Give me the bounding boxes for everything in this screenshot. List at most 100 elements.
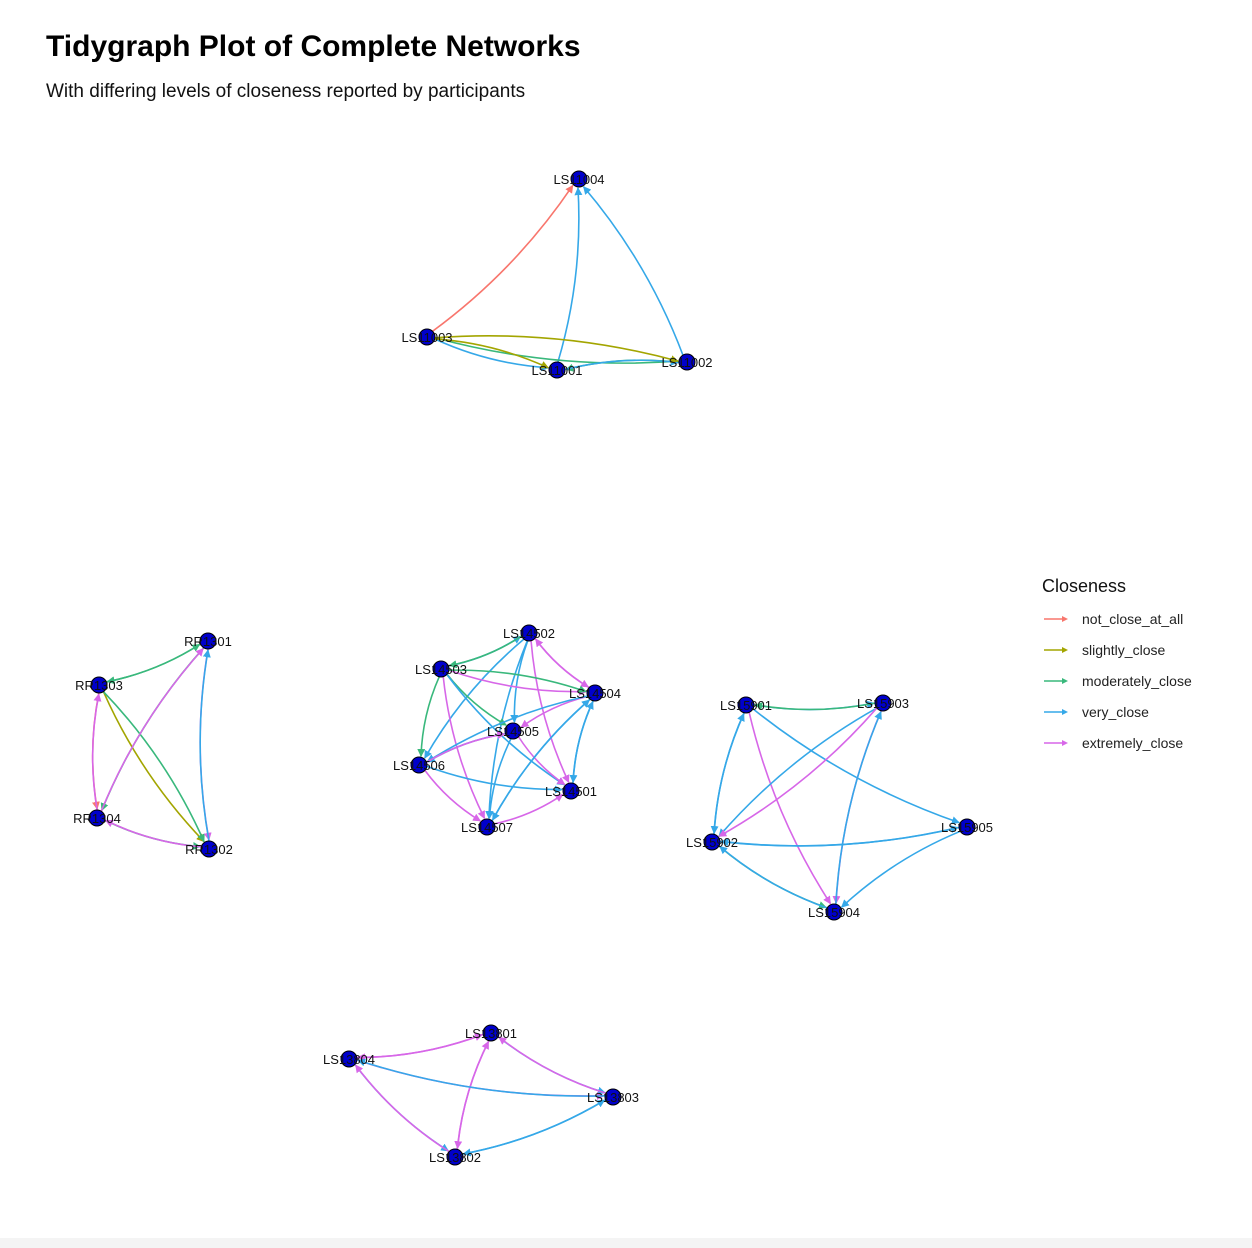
node-label-LS15905: LS15905: [941, 820, 993, 835]
edge-LS11001-to-LS11004: [557, 187, 583, 363]
edge-LS14507-to-LS14501: [494, 793, 564, 825]
node-LS15901: [737, 696, 755, 714]
node-LS14503: [432, 660, 450, 678]
edge-LS11003-to-LS11002: [434, 335, 679, 364]
node-LS13803: [604, 1088, 622, 1106]
edge-LS15902-to-LS15905: [719, 825, 959, 847]
legend-label: moderately_close: [1082, 672, 1192, 689]
edge-LS14501-to-LS14504: [572, 701, 594, 784]
node-LS11004: [570, 170, 588, 188]
edge-RR1301-to-RR1304: [100, 647, 205, 812]
node-label-LS11004: LS11004: [553, 172, 604, 187]
legend-label: very_close: [1082, 703, 1149, 720]
edge-LS13803-to-LS13804: [357, 1058, 606, 1097]
legend-item-not-close-at-all: not_close_at_all: [1042, 603, 1192, 634]
edge-LS15902-to-LS15904: [718, 845, 827, 909]
node-label-LS13801: LS13801: [465, 1026, 517, 1041]
node-label-RR1303: RR1303: [75, 678, 123, 693]
node-LS13802: [446, 1148, 464, 1166]
node-label-LS13804: LS13804: [323, 1052, 375, 1067]
edge-RR1302-to-RR1304: [104, 819, 202, 848]
chart-subtitle: With differing levels of closeness repor…: [46, 81, 526, 102]
legend-title: Closeness: [1042, 576, 1127, 596]
legend-label: not_close_at_all: [1082, 610, 1184, 627]
legend-arrow-icon: [1044, 646, 1068, 653]
nodes-layer: [88, 170, 976, 1166]
edge-LS11001-to-LS11002: [564, 357, 679, 371]
edge-RR1303-to-RR1301: [106, 643, 201, 683]
node-RR1302: [200, 840, 218, 858]
edge-LS15902-to-LS15901: [713, 713, 745, 835]
edge-LS15901-to-LS15902: [710, 712, 745, 835]
edge-LS14506-to-LS14501: [426, 765, 563, 794]
legend-item-very-close: very_close: [1042, 696, 1192, 727]
edge-LS15903-to-LS15904: [832, 710, 882, 905]
node-label-LS14507: LS14507: [461, 820, 513, 835]
node-label-LS15903: LS15903: [857, 696, 909, 711]
edge-LS14506-to-LS14507: [424, 769, 482, 822]
edge-LS14503-to-LS14505: [446, 673, 507, 726]
node-label-RR1302: RR1302: [185, 842, 233, 857]
edge-LS15903-to-LS15901: [754, 702, 876, 711]
legend-item-extremely-close: extremely_close: [1042, 727, 1192, 758]
edge-LS14502-to-LS14503: [448, 635, 523, 669]
edge-LS15904-to-LS15902: [719, 845, 828, 909]
edge-LS14505-to-LS14507: [485, 738, 512, 820]
node-RR1304: [88, 809, 106, 827]
legend-label: extremely_close: [1082, 734, 1184, 751]
edge-LS15903-to-LS15902: [718, 707, 878, 837]
labels-layer: LS11004LS11003LS11001LS11002RR1301RR1303…: [73, 172, 993, 1165]
edge-LS15903-to-LS15902: [718, 707, 878, 838]
edge-RR1302-to-RR1301: [199, 649, 211, 842]
edge-LS15905-to-LS15904: [840, 830, 961, 908]
edge-LS11003-to-LS11002: [434, 336, 679, 366]
node-label-LS15902: LS15902: [686, 835, 738, 850]
node-RR1303: [90, 676, 108, 694]
edge-LS14503-to-LS14504: [448, 669, 587, 694]
edge-LS11003-to-LS11004: [432, 184, 574, 332]
edge-LS14503-to-LS14507: [442, 676, 486, 820]
edge-LS14503-to-LS14504: [448, 669, 587, 696]
edge-LS14505-to-LS14501: [517, 736, 566, 786]
node-label-LS14506: LS14506: [393, 758, 445, 773]
footer-strip: [0, 1238, 1252, 1248]
edge-RR1304-to-RR1303: [91, 693, 102, 811]
legend-arrow-icon: [1044, 739, 1068, 746]
node-label-LS14505: LS14505: [487, 724, 539, 739]
node-label-RR1304: RR1304: [73, 811, 121, 826]
node-label-LS14501: LS14501: [545, 784, 597, 799]
node-label-LS11003: LS11003: [401, 330, 452, 345]
edge-RR1301-to-RR1303: [106, 643, 202, 685]
node-LS14506: [410, 756, 428, 774]
edge-LS14507-to-LS14504: [491, 699, 590, 822]
node-LS15905: [958, 818, 976, 836]
node-label-LS14502: LS14502: [503, 626, 555, 641]
edge-LS14504-to-LS14502: [535, 638, 590, 689]
edge-LS11002-to-LS11004: [582, 186, 684, 356]
edge-LS13802-to-LS13801: [456, 1040, 490, 1150]
edge-RR1303-to-RR1302: [102, 691, 205, 843]
node-LS13801: [482, 1024, 500, 1042]
node-label-LS13803: LS13803: [587, 1090, 639, 1105]
node-LS11001: [548, 361, 566, 379]
edge-LS14502-to-LS14506: [424, 638, 525, 759]
edge-LS15901-to-LS15904: [748, 712, 832, 905]
node-label-LS14504: LS14504: [569, 686, 621, 701]
edge-LS14502-to-LS14507: [485, 640, 529, 820]
edge-LS13801-to-LS13802: [454, 1040, 490, 1150]
node-LS14502: [520, 624, 538, 642]
edge-RR1303-to-RR1302: [102, 691, 205, 843]
node-LS15903: [874, 694, 892, 712]
node-LS14507: [478, 818, 496, 836]
edge-LS14503-to-LS14506: [417, 676, 440, 758]
edge-LS14504-to-LS14506: [426, 695, 588, 763]
edge-RR1304-to-RR1301: [100, 648, 204, 812]
legend-arrow-icon: [1044, 708, 1068, 715]
node-LS14505: [504, 722, 522, 740]
legend: Closeness not_close_at_all slightly_clos…: [1042, 576, 1192, 758]
edge-LS15904-to-LS15903: [835, 711, 882, 905]
edge-LS14506-to-LS14505: [426, 731, 506, 763]
edges-layer: [91, 184, 961, 1157]
node-LS15904: [825, 903, 843, 921]
